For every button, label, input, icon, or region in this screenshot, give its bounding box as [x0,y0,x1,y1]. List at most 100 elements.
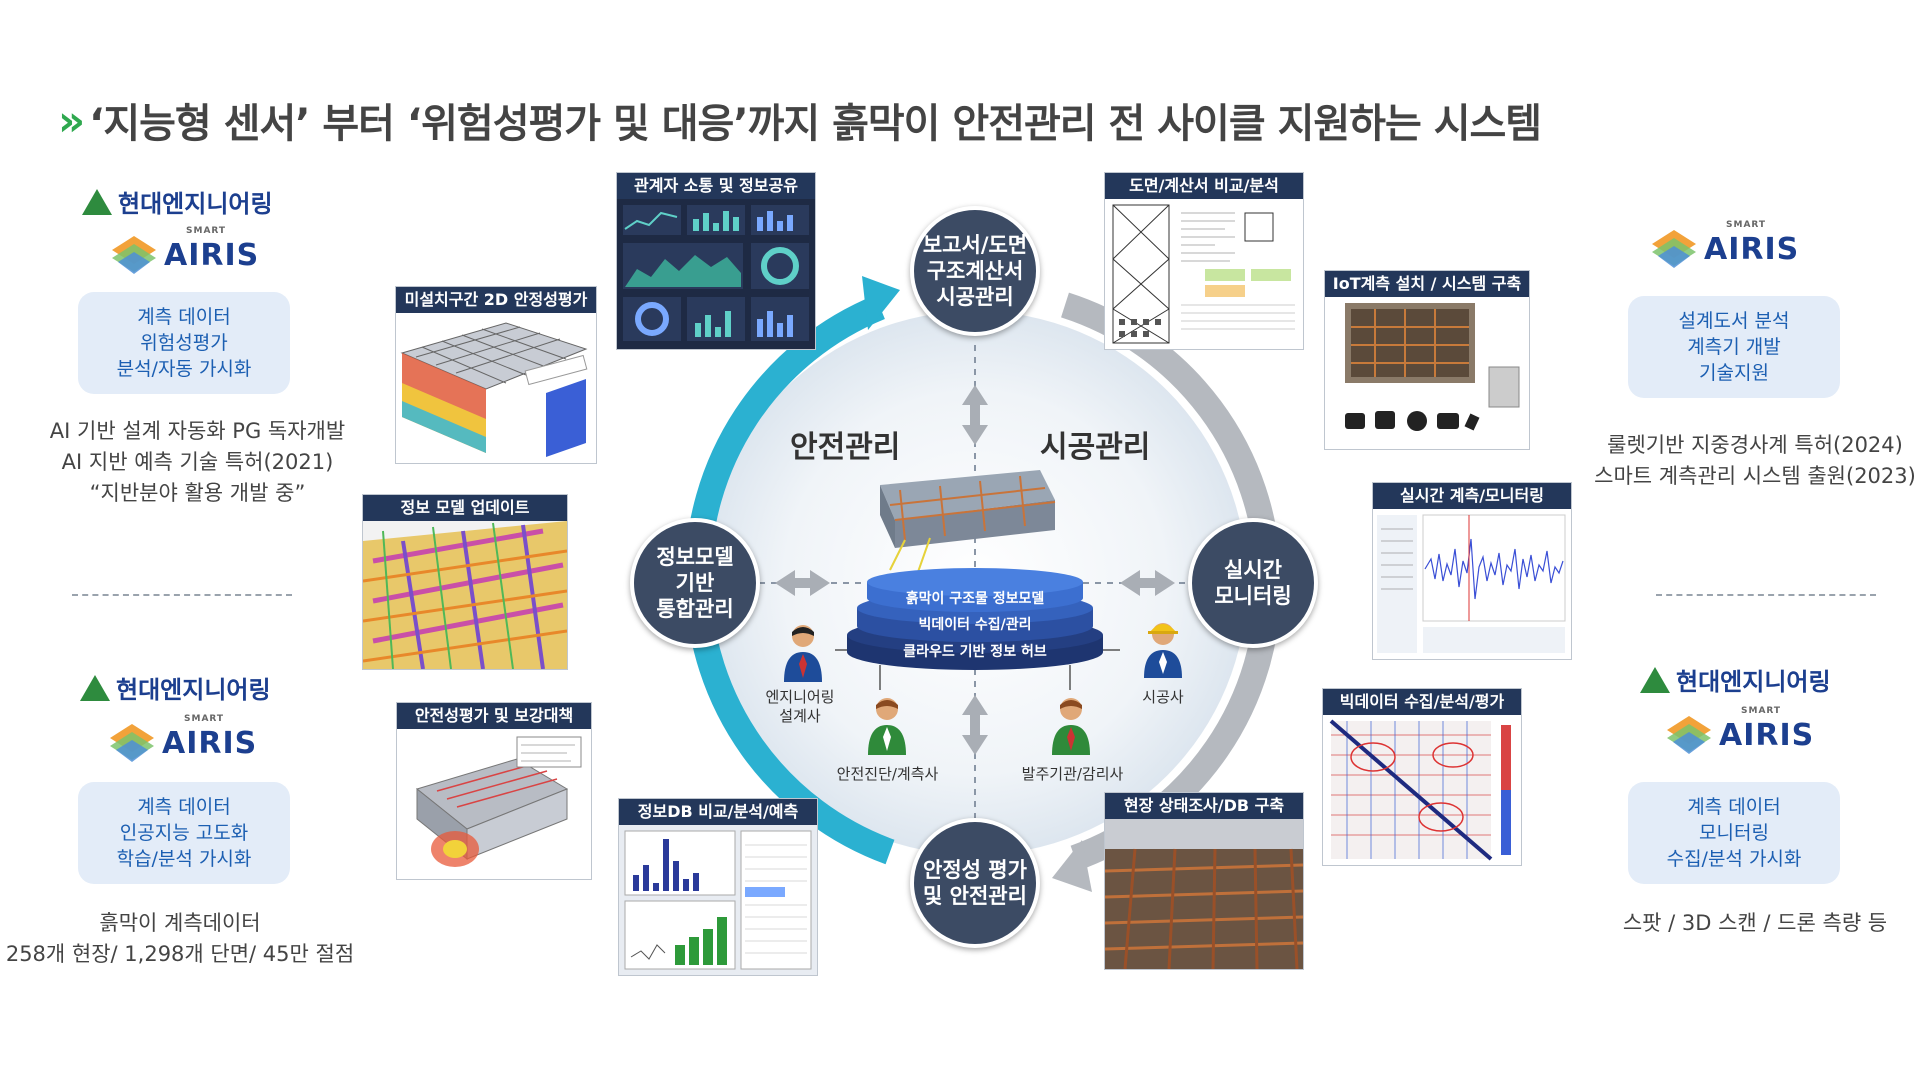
panel-safety-assessment: 안전성평가 및 보강대책 [396,702,592,880]
pill-line: 기술지원 [1699,362,1769,384]
info-hub-platform [847,568,1103,670]
note-line: 258개 현장/ 1,298개 단면/ 45만 절점 [5,942,355,966]
panel-title: 안전성평가 및 보강대책 [397,703,591,729]
airis-smart-text: SMART [184,713,225,724]
airis-text: AIRIS [164,237,260,273]
contractor-label: 시공사 [1142,688,1184,706]
hyundai-logo-text: 현대엔지니어링 [116,676,271,704]
layer-structure-model: 흙막이 구조물 정보모델 [905,591,1045,607]
pill-line: 계측기 개발 [1687,336,1781,358]
pill-line: 분석/자동 가시화 [116,358,252,380]
hyundai-logo: 현대엔지니어링 [80,670,271,705]
panel-site-survey: 현장 상태조사/DB 구축 [1104,792,1304,970]
realtime-thumbnail [1373,509,1571,659]
panel-title: IoT계측 설치 / 시스템 구축 [1325,271,1529,297]
hub-stability-evaluation: 안정성 평가 및 안전관리 [910,818,1040,948]
panel-title: 실시간 계측/모니터링 [1373,483,1571,509]
right-bottom-capability-pill: 계측 데이터 모니터링 수집/분석 가시화 [1628,782,1840,884]
triangle-logo-icon [1640,666,1670,693]
panel-drawing-compare: 도면/계산서 비교/분석 [1104,172,1304,350]
panel-communication: 관계자 소통 및 정보공유 [616,172,816,350]
iot-graphic [1345,303,1520,431]
model-graphic [363,521,567,669]
hyundai-logo: 현대엔지니어링 [1640,662,1831,697]
hyundai-logo-text: 현대엔지니어링 [118,190,273,218]
pill-line: 계측 데이터 [137,306,231,328]
panel-title: 관계자 소통 및 정보공유 [617,173,815,199]
infodb-thumbnail [619,825,817,975]
pill-line: 계측 데이터 [137,796,231,818]
hub-label: 안정성 평가 및 안전관리 [923,858,1027,908]
layer-cloud-hub: 클라우드 기반 정보 허브 [903,644,1047,660]
engineer-person-icon [782,622,824,686]
airis-smart-text: SMART [1741,705,1782,716]
people-connectors [835,649,1120,690]
client-person-icon [1050,695,1092,759]
panel-title: 현장 상태조사/DB 구축 [1105,793,1303,819]
diagnosis-label: 안전진단/계측사 [836,765,939,783]
structure-model-graphic [880,470,1056,573]
note-line: AI 지반 예측 기술 특허(2021) [61,450,334,474]
client-label: 발주기관/감리사 [1021,765,1124,783]
airis-diamond-icon [1652,230,1696,268]
signal-chart-graphic [1377,514,1566,653]
panel-model-update: 정보 모델 업데이트 [362,494,568,670]
safety-mgmt-label: 안전관리 [790,430,901,465]
pill-line: 인공지능 고도화 [119,822,249,844]
left-bottom-capability-pill: 계측 데이터 인공지능 고도화 학습/분석 가시화 [78,782,290,884]
pill-line: 모니터링 [1699,822,1769,844]
airis-diamond-icon [1667,716,1711,754]
panel-bigdata-analysis: 빅데이터 수집/분석/평가 [1322,688,1522,866]
airis-text: AIRIS [1719,717,1815,753]
title-text: ‘지능형 센서’ 부터 ‘위험성평가 및 대응’까지 흙막이 안전관리 전 사이… [89,101,1542,147]
pill-line: 학습/분석 가시화 [116,848,252,870]
note-line: “지반분야 활용 개발 중” [89,481,306,505]
pill-line: 계측 데이터 [1687,796,1781,818]
drawing-thumbnail [1105,199,1303,349]
airis-diamond-icon [110,724,154,762]
pill-line: 설계도서 분석 [1678,310,1790,332]
left-divider [72,594,292,596]
hub-realtime-monitoring: 실시간 모니터링 [1188,518,1318,648]
right-bottom-notes: 스팟 / 3D 스캔 / 드론 측량 등 [1590,908,1920,939]
triangle-logo-icon [82,188,112,215]
hub-label: 실시간 모니터링 [1214,558,1292,608]
contractor-person-icon [1142,618,1184,682]
note-line: AI 기반 설계 자동화 PG 독자개발 [49,419,346,443]
airis-smart-text: SMART [1726,219,1767,230]
dashboard-thumbnail [617,199,815,349]
panel-realtime-monitoring: 실시간 계측/모니터링 [1372,482,1572,660]
construction-mgmt-label: 시공관리 [1040,430,1151,465]
airis-text: AIRIS [162,725,258,761]
panel-title: 도면/계산서 비교/분석 [1105,173,1303,199]
hub-label: 보고서/도면 구조계산서 시공관리 [922,233,1028,309]
dashboard-graphic [623,205,809,341]
correlation-heatmap-graphic [1329,719,1511,861]
hub-label: 정보모델 기반 통합관리 [656,545,734,621]
diagnosis-person-icon [866,695,908,759]
airis-diamond-icon [112,236,156,274]
infodb-graphic [624,830,812,970]
layer-bigdata: 빅데이터 수집/관리 [918,617,1032,633]
right-divider [1656,594,1876,596]
site-photo-graphic [1105,819,1303,969]
left-top-notes: AI 기반 설계 자동화 PG 독자개발 AI 지반 예측 기술 특허(2021… [20,416,375,509]
note-line: 스팟 / 3D 스캔 / 드론 측량 등 [1622,911,1888,935]
left-bottom-notes: 흙막이 계측데이터 258개 현장/ 1,298개 단면/ 45만 절점 [0,908,360,970]
safety-thumbnail [397,729,591,879]
note-line: 룰렛기반 지중경사계 특허(2024) [1607,433,1903,457]
page-title: » ‘지능형 센서’ 부터 ‘위험성평가 및 대응’까지 흙막이 안전관리 전 … [58,95,1542,148]
hub-info-model-integration: 정보모델 기반 통합관리 [630,518,760,648]
airis-smart-text: SMART [186,225,227,236]
cycle-arrowhead-gray [1052,840,1092,892]
hyundai-logo: 현대엔지니어링 [82,184,273,219]
site-photo-thumbnail [1105,819,1303,969]
right-top-capability-pill: 설계도서 분석 계측기 개발 기술지원 [1628,296,1840,398]
airis-text: AIRIS [1704,231,1800,267]
panel-infodb-compare: 정보DB 비교/분석/예측 [618,798,818,976]
safety-fem-graphic [415,736,582,867]
hyundai-logo-text: 현대엔지니어링 [1676,668,1831,696]
pill-line: 수집/분석 가시화 [1666,848,1802,870]
